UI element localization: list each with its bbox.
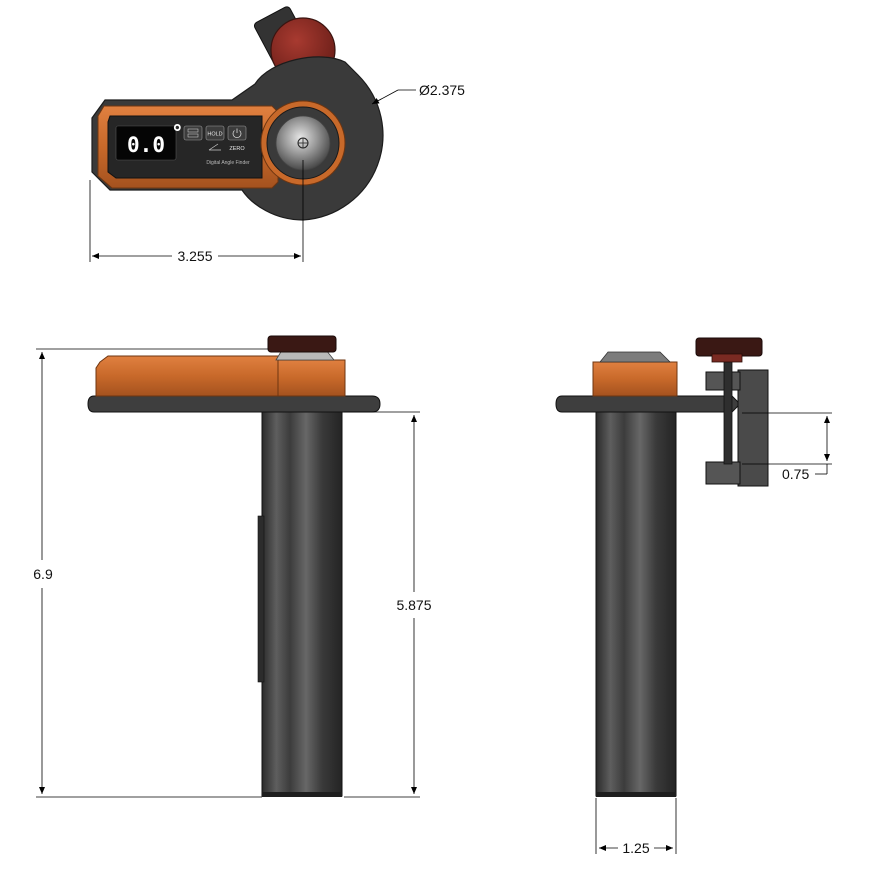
zero-label: ZERO — [229, 146, 245, 152]
dial — [260, 100, 346, 186]
power-button[interactable] — [227, 125, 247, 141]
dim-clamp-opening: 0.75 — [742, 412, 832, 482]
side-orange-body — [592, 361, 678, 397]
top-view: 0.0 ° HOLD ZERO Digital Angle Finder — [89, 6, 465, 264]
svg-text:1.25: 1.25 — [622, 840, 649, 856]
lcd-screen — [115, 125, 177, 161]
side-dial-cap — [599, 351, 671, 363]
front-shaft — [261, 411, 343, 797]
svg-text:HOLD: HOLD — [207, 132, 222, 138]
side-view: 0.75 1.25 — [555, 337, 832, 856]
front-orange-hub — [277, 359, 346, 397]
side-base-plate — [555, 395, 741, 413]
lcd-degree: ° — [171, 121, 184, 145]
lcd-value: 0.0 — [127, 133, 165, 157]
dim-width: 3.255 — [89, 160, 304, 264]
front-base-plate — [87, 395, 381, 413]
svg-text:Ø2.375: Ø2.375 — [419, 82, 465, 98]
front-knob — [267, 335, 337, 353]
dim-diameter: Ø2.375 — [371, 82, 465, 105]
side-shaft — [595, 411, 677, 797]
brand-label: Digital Angle Finder — [206, 160, 250, 166]
svg-text:6.9: 6.9 — [33, 566, 53, 582]
dim-shaft-diameter: 1.25 — [595, 798, 677, 856]
hold-button[interactable]: HOLD — [205, 125, 225, 141]
mode-button[interactable] — [183, 125, 203, 141]
angle-icon — [208, 143, 221, 151]
svg-text:0.75: 0.75 — [782, 466, 809, 482]
svg-text:5.875: 5.875 — [396, 597, 431, 613]
front-view: 6.9 5.875 — [33, 335, 432, 798]
dim-overall-height: 6.9 — [33, 348, 268, 798]
dim-shaft-length: 5.875 — [344, 411, 432, 798]
side-clamp — [695, 337, 769, 487]
svg-text:3.255: 3.255 — [177, 248, 212, 264]
front-orange-body — [95, 355, 279, 397]
